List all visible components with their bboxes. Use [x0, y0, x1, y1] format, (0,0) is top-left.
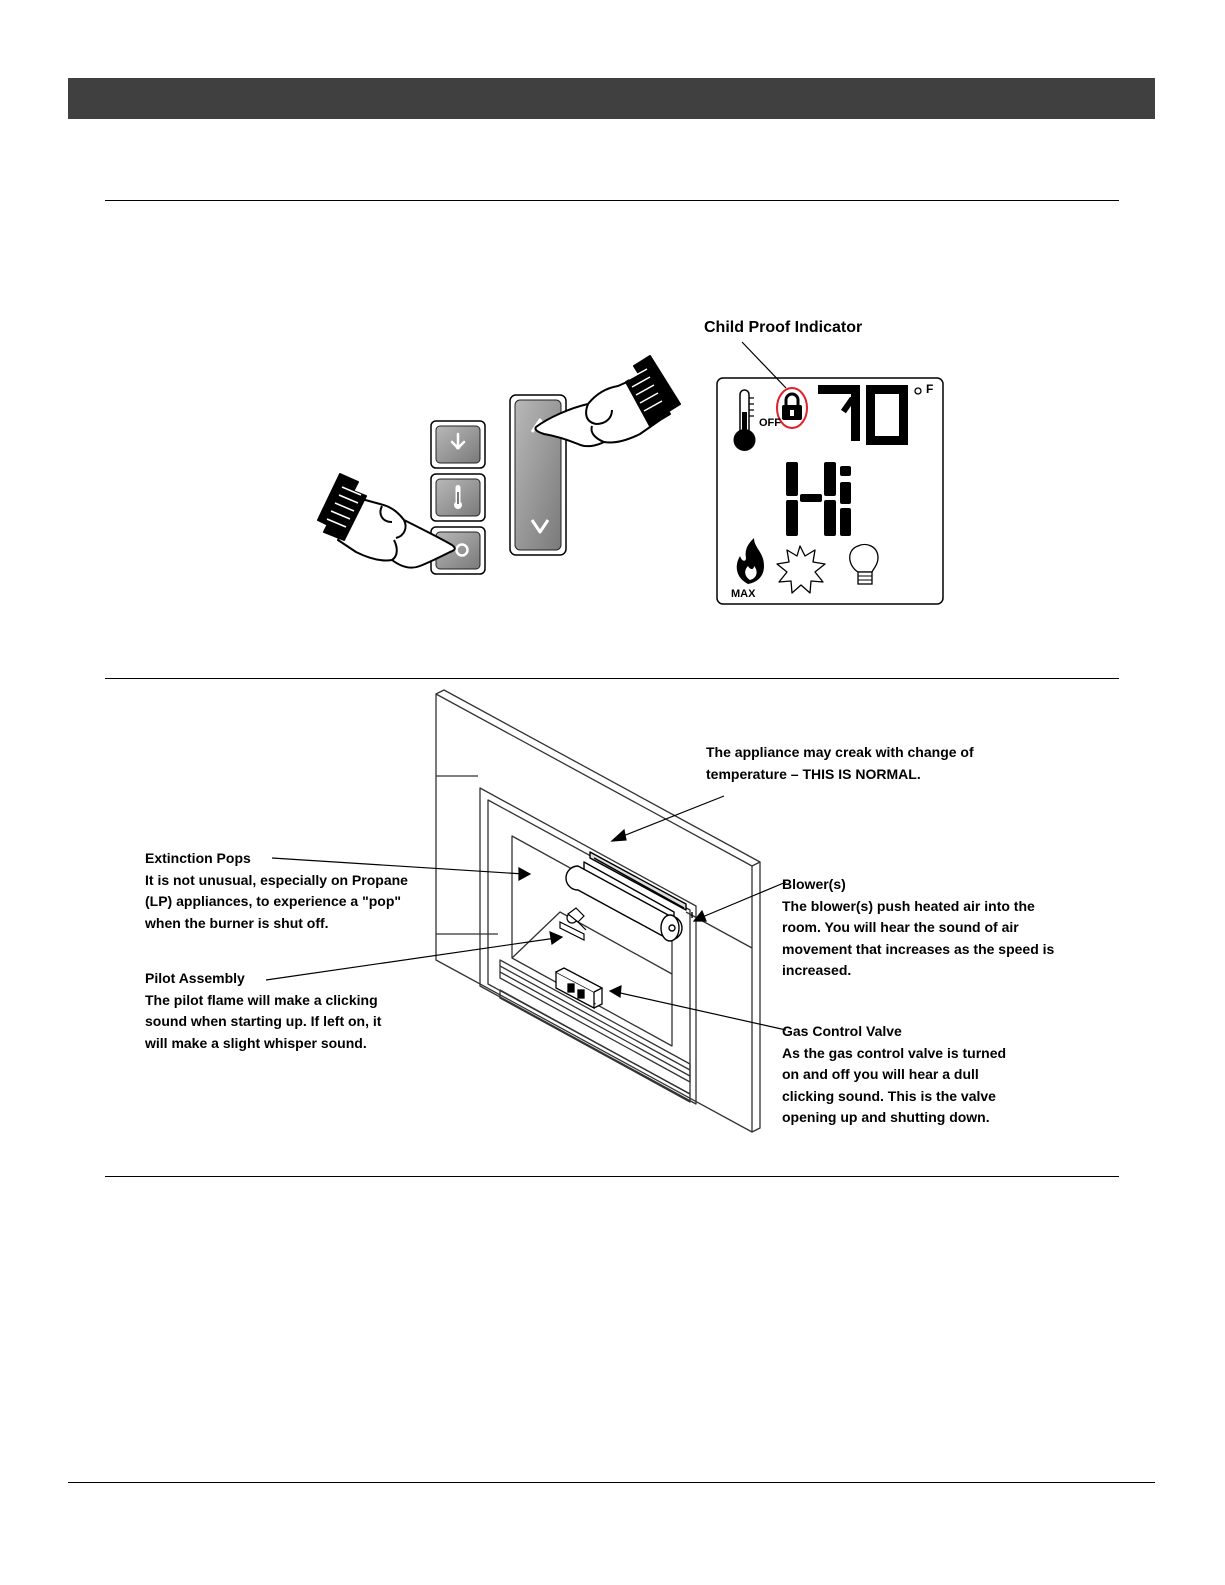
callout-extinction-pops: Extinction Pops It is not unusual, espec…: [145, 848, 408, 934]
callout-gas-control-valve: Gas Control Valve As the gas control val…: [782, 1021, 1006, 1129]
mode-display-hi: [786, 462, 851, 536]
down-arrow-icon: [530, 519, 550, 534]
callout-line: clicking sound. This is the valve: [782, 1087, 996, 1104]
callout-line: movement that increases as the speed is: [782, 940, 1055, 957]
thermometer-icon: [733, 389, 756, 451]
temperature-digit-seven: [818, 385, 860, 441]
lcd-flame-label: MAX: [731, 588, 756, 600]
section-divider: [105, 200, 1119, 201]
hand-pointer-icon: [317, 473, 456, 569]
lcd-mode-value: Hi: [786, 462, 852, 536]
header-bar: [68, 78, 1155, 119]
callout-line: The appliance may creak with change of: [706, 744, 974, 760]
callout-line: sound when starting up. If left on, it: [145, 1013, 382, 1029]
lcd-temperature-value: 70: [818, 385, 908, 445]
callout-line: The pilot flame will make a clicking: [145, 991, 378, 1008]
callout-heading: Gas Control Valve: [782, 1023, 902, 1039]
callout-line: temperature – THIS IS NORMAL.: [706, 765, 921, 782]
callout-line: (LP) appliances, to experience a "pop": [145, 893, 402, 909]
footer-divider: [68, 1482, 1155, 1483]
callout-heading: Pilot Assembly: [145, 970, 245, 986]
gas-control-valve: [555, 967, 604, 1010]
lock-icon: [776, 387, 808, 429]
blower-assembly: [565, 851, 693, 942]
fan-icon: [450, 432, 466, 450]
blower-icon: [776, 545, 826, 594]
section-divider: [105, 678, 1119, 679]
callout-line: The blower(s) push heated air into the: [782, 897, 1035, 914]
hand-pointer-icon: [534, 355, 681, 448]
temperature-digit-zero: [866, 385, 908, 445]
callout-line: on and off you will hear a dull: [782, 1066, 979, 1082]
callout-line: opening up and shutting down.: [782, 1109, 990, 1125]
remote-fan-button[interactable]: [430, 420, 486, 469]
section-divider: [105, 1176, 1119, 1177]
callout-line: room. You will hear the sound of air: [782, 919, 1019, 935]
light-bulb-icon: [849, 543, 879, 585]
callout-line: It is not unusual, especially on Propane: [145, 871, 408, 888]
callout-line: when the burner is shut off.: [145, 914, 329, 931]
callout-line: As the gas control valve is turned: [782, 1044, 1007, 1061]
lcd-unit-f: F: [926, 382, 934, 396]
leader-arrows: [265, 795, 787, 1031]
power-icon: [455, 543, 469, 557]
remote-thermostat-button[interactable]: [430, 473, 486, 522]
callout-heading: Extinction Pops: [145, 850, 251, 866]
callout-pilot-assembly: Pilot Assembly The pilot flame will make…: [145, 968, 381, 1054]
pilot-assembly: [559, 907, 587, 941]
flame-icon: [736, 538, 764, 584]
callout-line: will make a slight whisper sound.: [145, 1034, 367, 1051]
callout-creak: The appliance may creak with change of t…: [706, 742, 974, 785]
degree-icon: [914, 387, 922, 395]
thermometer-icon: [454, 485, 462, 509]
callout-heading: Blower(s): [782, 876, 846, 892]
callout-blowers: Blower(s) The blower(s) push heated air …: [782, 874, 1054, 982]
lcd-off-label: OFF: [759, 417, 781, 429]
callout-line: increased.: [782, 962, 852, 978]
leader-line: [741, 341, 787, 389]
child-proof-indicator-label: Child Proof Indicator: [704, 319, 863, 336]
